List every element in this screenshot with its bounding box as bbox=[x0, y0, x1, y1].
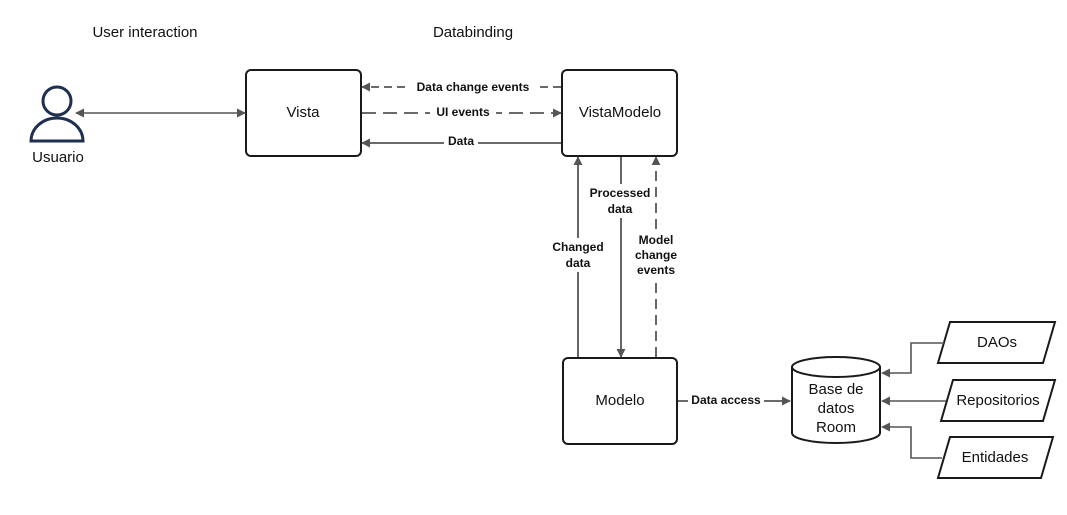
data-label: Data bbox=[448, 134, 474, 148]
vistamodelo-box: VistaModelo bbox=[561, 69, 678, 157]
model-change-events-label-line1: Model bbox=[639, 233, 674, 247]
user-icon bbox=[29, 85, 85, 143]
processed-data-label-line2: data bbox=[608, 202, 633, 216]
model-change-events-label-line2: change bbox=[635, 248, 677, 262]
header-user-interaction: User interaction bbox=[92, 24, 197, 41]
model-change-events-label-line3: events bbox=[637, 263, 675, 277]
daos-db-connector bbox=[881, 342, 944, 378]
header-databinding: Databinding bbox=[433, 24, 513, 41]
database-cylinder: Base de datos Room bbox=[791, 356, 881, 444]
processed-data-label-line1: Processed bbox=[590, 186, 651, 200]
modelo-box: Modelo bbox=[562, 357, 678, 445]
vista-label: Vista bbox=[286, 104, 320, 121]
vista-box: Vista bbox=[245, 69, 362, 157]
entidades-db-connector bbox=[881, 422, 942, 459]
data-change-events-label: Data change events bbox=[417, 80, 530, 94]
entidades-shape: Entidades bbox=[936, 436, 1055, 479]
ui-events-label: UI events bbox=[436, 105, 490, 119]
vistamodelo-label: VistaModelo bbox=[579, 104, 661, 121]
entidades-label: Entidades bbox=[962, 449, 1029, 466]
daos-label: DAOs bbox=[977, 334, 1017, 351]
daos-shape: DAOs bbox=[936, 321, 1057, 364]
database-label-line2: datos bbox=[818, 400, 855, 417]
user-label: Usuario bbox=[32, 149, 84, 166]
database-label-line1: Base de bbox=[808, 381, 863, 398]
repositorios-shape: Repositorios bbox=[939, 379, 1057, 422]
modelo-label: Modelo bbox=[595, 392, 644, 409]
changed-data-label-line2: data bbox=[566, 256, 591, 270]
changed-data-label-line1: Changed bbox=[552, 240, 603, 254]
database-label-line3: Room bbox=[816, 419, 856, 436]
repositorios-label: Repositorios bbox=[956, 392, 1039, 409]
data-access-label: Data access bbox=[691, 393, 761, 407]
